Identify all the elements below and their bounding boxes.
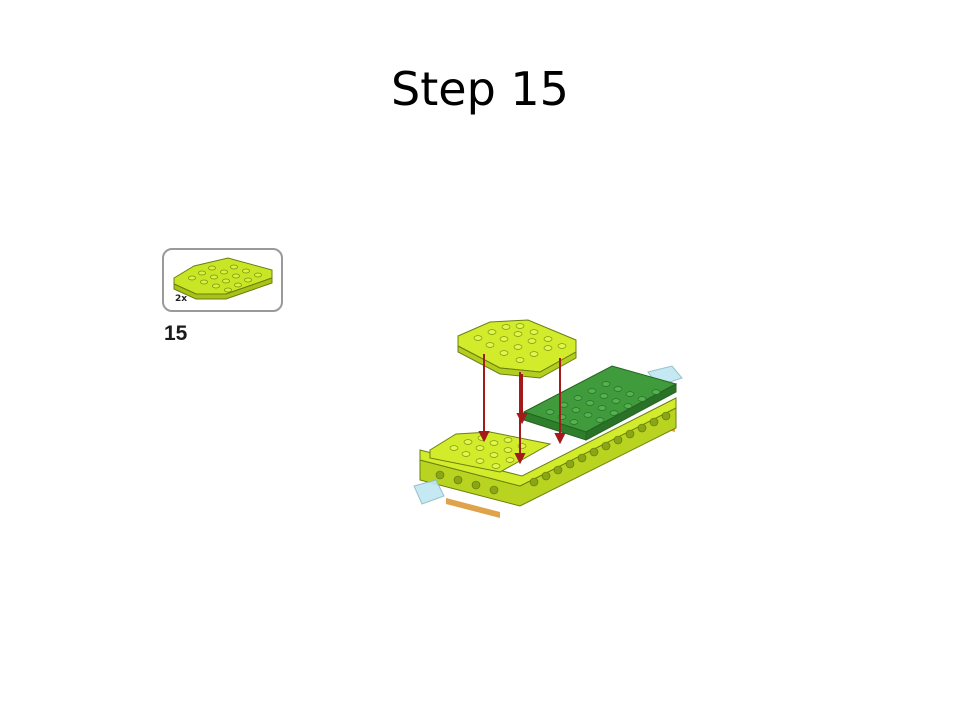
placement-arrows xyxy=(478,354,566,465)
slide-title: Step 15 xyxy=(391,62,569,116)
wedge-plate-part-icon xyxy=(173,257,273,300)
parts-callout: 2x xyxy=(162,248,283,312)
parts-quantity: 2x xyxy=(175,294,188,304)
step-number: 15 xyxy=(164,322,188,345)
assembly-illustration xyxy=(413,319,683,518)
